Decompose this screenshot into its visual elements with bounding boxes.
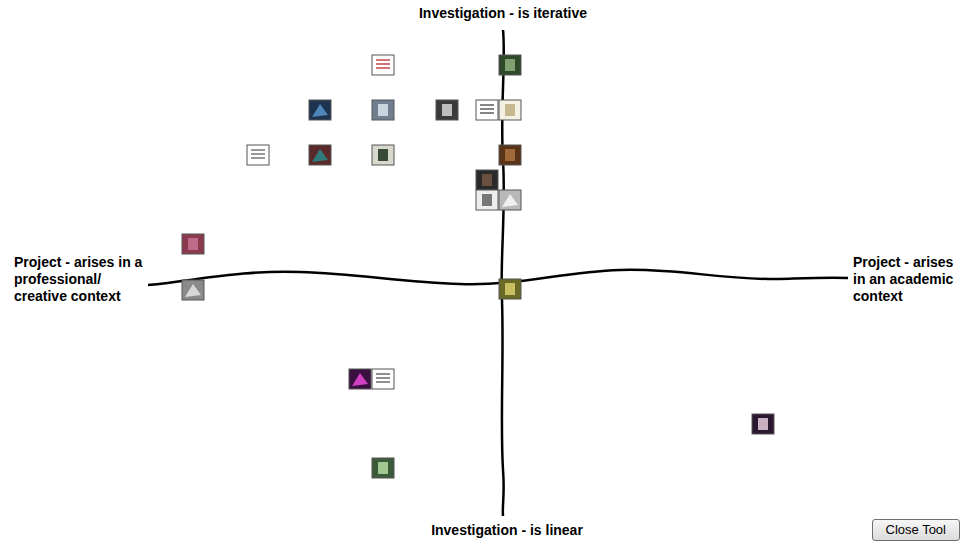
thumbnail xyxy=(436,100,458,120)
thumbnail-detail xyxy=(482,174,492,186)
thumbnail-detail xyxy=(758,418,768,430)
thumbnail-detail xyxy=(502,194,518,207)
thumbnail-detail xyxy=(312,104,328,117)
thumbnail-frame xyxy=(752,414,774,434)
thumbnail-group xyxy=(182,55,774,478)
thumbnail-frame xyxy=(247,145,269,165)
thumbnail-frame xyxy=(499,190,521,210)
thumbnail-detail xyxy=(185,284,201,297)
thumbnail-frame xyxy=(499,145,521,165)
thumbnail xyxy=(247,145,269,165)
thumbnail-frame xyxy=(499,100,521,120)
thumbnail-detail xyxy=(505,149,515,161)
thumbnail xyxy=(309,145,331,165)
thumbnail xyxy=(372,100,394,120)
thumbnail xyxy=(499,190,521,210)
horizontal-axis xyxy=(148,270,848,285)
thumbnail xyxy=(309,100,331,120)
thumbnail-frame xyxy=(372,145,394,165)
thumbnail-detail xyxy=(251,157,265,158)
thumbnail xyxy=(372,145,394,165)
thumbnail-detail xyxy=(378,104,388,116)
thumbnail-detail xyxy=(482,194,492,206)
thumbnail-detail xyxy=(376,373,390,374)
thumbnail xyxy=(182,234,204,254)
thumbnail-frame xyxy=(349,369,371,389)
thumbnail xyxy=(499,55,521,75)
thumbnail-detail xyxy=(376,377,390,378)
thumbnail-frame xyxy=(476,170,498,190)
thumbnail xyxy=(476,100,498,120)
thumbnail xyxy=(349,369,371,389)
thumbnail-detail xyxy=(352,373,368,386)
thumbnail-detail xyxy=(312,149,328,162)
thumbnail-detail xyxy=(251,153,265,154)
thumbnail-detail xyxy=(505,104,515,116)
thumbnail xyxy=(372,55,394,75)
thumbnail-frame xyxy=(476,190,498,210)
thumbnail-frame xyxy=(309,145,331,165)
axis-label-top: Investigation - is iterative xyxy=(419,5,587,22)
thumbnail-frame xyxy=(182,234,204,254)
thumbnail xyxy=(752,414,774,434)
thumbnail-detail xyxy=(442,104,452,116)
thumbnail-detail xyxy=(376,381,390,382)
thumbnail-frame xyxy=(372,458,394,478)
close-button: Close Tool xyxy=(872,519,960,541)
thumbnail-detail xyxy=(480,104,494,105)
axis-label-right: Project - arises in an academic context xyxy=(853,254,965,305)
thumbnail xyxy=(499,279,521,299)
thumbnail xyxy=(499,145,521,165)
thumbnail-detail xyxy=(378,462,388,474)
axis-label-bottom: Investigation - is linear xyxy=(431,522,583,539)
thumbnail-detail xyxy=(505,59,515,71)
thumbnail-frame xyxy=(499,55,521,75)
thumbnail-detail xyxy=(376,63,390,64)
thumbnail-detail xyxy=(376,59,390,60)
thumbnail-detail xyxy=(480,108,494,109)
thumbnail-frame xyxy=(309,100,331,120)
thumbnail xyxy=(476,170,498,190)
thumbnail-frame xyxy=(182,280,204,300)
thumbnail-detail xyxy=(505,283,515,295)
thumbnail-detail xyxy=(188,238,198,250)
thumbnail xyxy=(182,280,204,300)
thumbnail xyxy=(372,369,394,389)
thumbnail xyxy=(499,100,521,120)
thumbnail xyxy=(476,190,498,210)
thumbnail-frame xyxy=(372,55,394,75)
thumbnail-frame xyxy=(372,369,394,389)
thumbnail-frame xyxy=(476,100,498,120)
thumbnail-frame xyxy=(372,100,394,120)
thumbnail-detail xyxy=(251,149,265,150)
thumbnail-frame xyxy=(436,100,458,120)
thumbnail-detail xyxy=(480,112,494,113)
axis-label-left: Project - arises in a professional/ crea… xyxy=(14,254,144,305)
thumbnail-detail xyxy=(376,67,390,68)
thumbnail-frame xyxy=(499,279,521,299)
thumbnail-detail xyxy=(378,149,388,161)
button-label: Close Tool xyxy=(886,522,946,537)
thumbnail xyxy=(372,458,394,478)
